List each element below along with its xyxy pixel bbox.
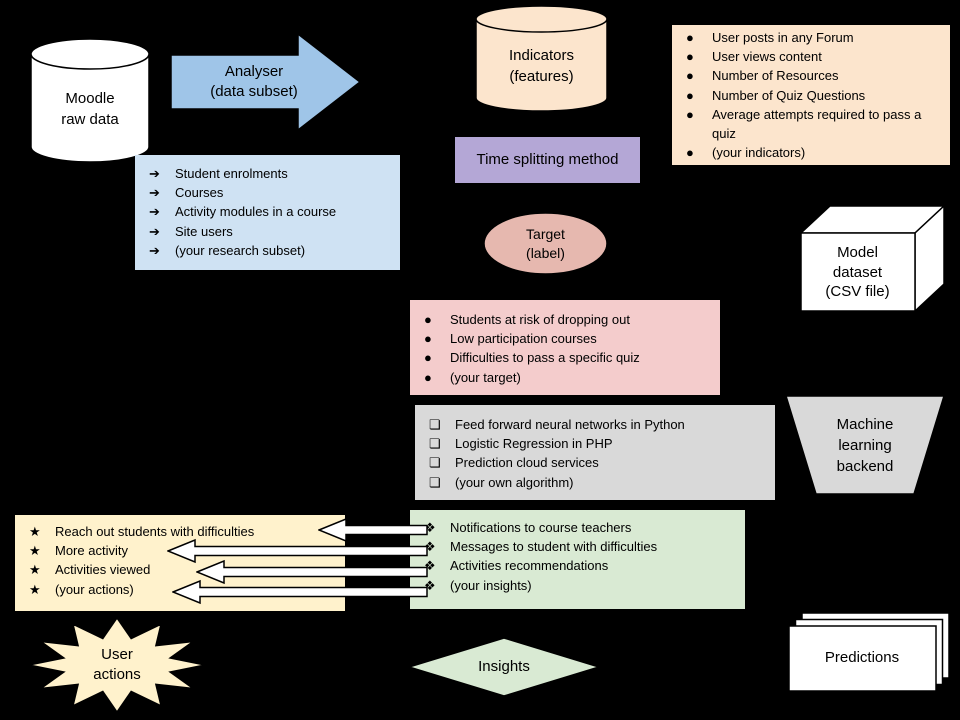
insight-item: ❖ Notifications to course teachers xyxy=(410,518,745,537)
bullet-icon: ● xyxy=(424,369,432,385)
star-bullet-icon: ★ xyxy=(29,524,41,539)
bullet-icon: ● xyxy=(686,87,694,103)
arrow-bullet-icon: ➔ xyxy=(149,204,160,220)
right-arrow-shape xyxy=(170,33,362,131)
action-item: ★ Reach out students with difficulties xyxy=(15,522,345,541)
time-splitting-method-label: Time splitting method xyxy=(476,150,619,168)
user-actions-node: User actions xyxy=(28,616,206,714)
algorithm-item: ❏ (your own algorithm) xyxy=(415,473,775,492)
checkbox-bullet-icon: ❏ xyxy=(429,436,441,452)
insight-examples-box: ❖ Notifications to course teachers ❖ Mes… xyxy=(410,510,745,609)
stacked-papers-shape xyxy=(788,612,950,692)
predictions-node: Predictions xyxy=(788,612,950,692)
arrow-bullet-icon: ➔ xyxy=(149,223,160,239)
bullet-icon: ● xyxy=(686,106,694,122)
model-dataset-node: Model dataset (CSV file) xyxy=(800,205,945,312)
action-item: ★ Activities viewed xyxy=(15,560,345,579)
arrow-bullet-icon: ➔ xyxy=(149,185,160,201)
action-item: ★ More activity xyxy=(15,541,345,560)
bullet-icon: ● xyxy=(424,350,432,366)
left-arrow-icon xyxy=(167,538,428,564)
bullet-icon: ● xyxy=(686,68,694,84)
left-arrow-icon xyxy=(172,579,428,605)
target-item: ● Low participation courses xyxy=(410,329,720,348)
left-arrow-icon xyxy=(318,517,428,543)
target-item: ● Students at risk of dropping out xyxy=(410,310,720,329)
bullet-icon: ● xyxy=(686,49,694,65)
target-item: ● (your target) xyxy=(410,368,720,387)
subset-item: ➔ Courses xyxy=(135,183,400,202)
ml-backend-node: Machine learning backend xyxy=(785,395,945,495)
star-bullet-icon: ★ xyxy=(29,581,41,597)
indicator-examples-box: ● User posts in any Forum ● User views c… xyxy=(672,25,950,165)
indicators-node: Indicators (features) xyxy=(475,5,608,112)
subset-item: ➔ Site users xyxy=(135,222,400,241)
arrow-bullet-icon: ➔ xyxy=(149,166,160,181)
target-item: ● Difficulties to pass a specific quiz xyxy=(410,348,720,367)
insight-item: ❖ Activities recommendations xyxy=(410,556,745,575)
algorithm-item: ❏ Logistic Regression in PHP xyxy=(415,434,775,453)
insight-to-action-arrow-2 xyxy=(167,538,428,564)
time-splitting-method-box: Time splitting method xyxy=(455,137,640,183)
insights-diamond-node: Insights xyxy=(408,637,600,697)
diamond-shape xyxy=(408,637,600,697)
arrow-bullet-icon: ➔ xyxy=(149,242,160,258)
left-arrow-icon xyxy=(196,559,428,585)
insight-to-action-arrow-4 xyxy=(172,579,428,605)
star-bullet-icon: ★ xyxy=(29,543,41,559)
cylinder-shape xyxy=(30,38,150,163)
cylinder-shape xyxy=(475,5,608,112)
subset-item: ➔ Activity modules in a course xyxy=(135,202,400,221)
checkbox-bullet-icon: ❏ xyxy=(429,474,441,490)
indicator-item: ● User posts in any Forum xyxy=(672,28,950,47)
algorithm-item: ❏ Feed forward neural networks in Python xyxy=(415,415,775,434)
insight-item: ❖ Messages to student with difficulties xyxy=(410,537,745,556)
indicator-item: ● Average attempts required to pass a qu… xyxy=(672,105,950,143)
bullet-icon: ● xyxy=(424,331,432,347)
subset-item: ➔ Student enrolments xyxy=(135,164,400,183)
insight-item: ❖ (your insights) xyxy=(410,576,745,595)
bullet-icon: ● xyxy=(686,30,694,45)
insight-to-action-arrow-1 xyxy=(318,517,428,543)
cube-shape xyxy=(800,205,945,312)
indicator-item: ● (your indicators) xyxy=(672,143,950,162)
trapezoid-shape xyxy=(785,395,945,495)
diamond-bullet-icon: ❖ xyxy=(424,577,436,593)
bullet-icon: ● xyxy=(686,145,694,161)
analyser-arrow-node: Analyser (data subset) xyxy=(170,33,362,131)
insight-to-action-arrow-3 xyxy=(196,559,428,585)
diamond-bullet-icon: ❖ xyxy=(424,539,436,555)
indicator-item: ● User views content xyxy=(672,47,950,66)
action-item: ★ (your actions) xyxy=(15,580,345,599)
moodle-raw-data-node: Moodle raw data xyxy=(30,38,150,163)
target-examples-box: ● Students at risk of dropping out ● Low… xyxy=(410,300,720,395)
target-node: Target (label) xyxy=(483,212,608,275)
checkbox-bullet-icon: ❏ xyxy=(429,455,441,471)
indicator-item: ● Number of Resources xyxy=(672,66,950,85)
diamond-bullet-icon: ❖ xyxy=(424,520,436,535)
algorithm-item: ❏ Prediction cloud services xyxy=(415,453,775,472)
bullet-icon: ● xyxy=(424,312,432,327)
subset-item: ➔ (your research subset) xyxy=(135,241,400,260)
starburst-shape xyxy=(28,616,206,714)
data-subset-box: ➔ Student enrolments ➔ Courses ➔ Activit… xyxy=(135,155,400,270)
algorithms-box: ❏ Feed forward neural networks in Python… xyxy=(415,405,775,500)
indicator-item: ● Number of Quiz Questions xyxy=(672,86,950,105)
ellipse-shape xyxy=(483,212,608,275)
diamond-bullet-icon: ❖ xyxy=(424,558,436,574)
star-bullet-icon: ★ xyxy=(29,562,41,578)
checkbox-bullet-icon: ❏ xyxy=(429,417,441,432)
